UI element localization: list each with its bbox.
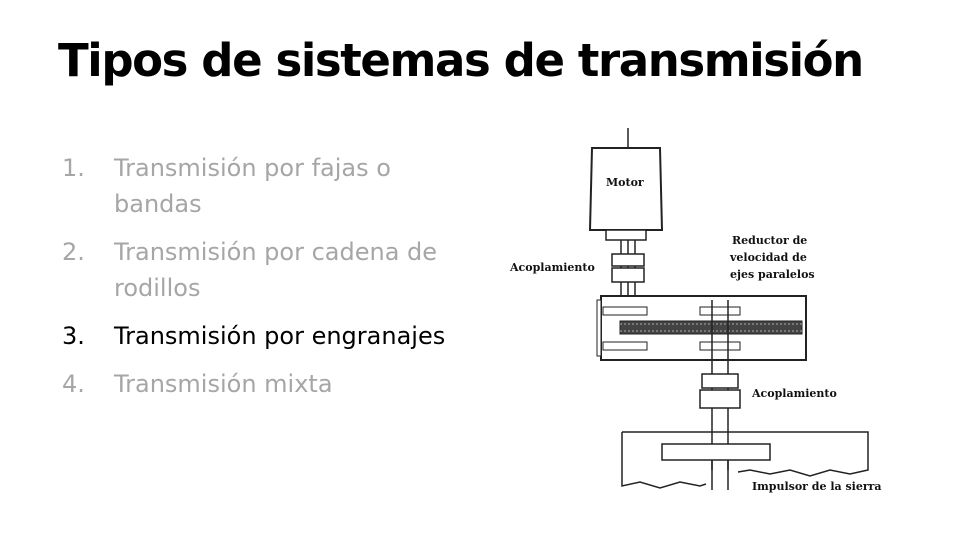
- motor-flange: [605, 229, 647, 241]
- reducer-wall-left: [596, 299, 602, 357]
- list-item-text: Transmisión por engranajes: [114, 322, 446, 350]
- list-item-text: Transmisión por fajas o bandas: [114, 154, 391, 218]
- gear-transmission-diagram: Motor Acoplamiento Reductor de velocidad…: [509, 128, 882, 493]
- slide-title: Tipos de sistemas de transmisión: [58, 34, 864, 87]
- transmission-types-list: 1. Transmisión por fajas o bandas 2. Tra…: [62, 150, 482, 414]
- saw-housing-left: [621, 432, 707, 489]
- coupling-top-label: Acoplamiento: [509, 261, 595, 274]
- list-item-number: 1.: [62, 154, 85, 182]
- coupling-bottom-label: Acoplamiento: [751, 387, 837, 400]
- gear-mesh: [619, 320, 803, 335]
- motor-label: Motor: [606, 176, 644, 189]
- coupling-top-upper: [611, 253, 645, 267]
- reducer-label-line2: velocidad de: [729, 251, 807, 264]
- saw-impeller: [661, 443, 771, 461]
- reducer-label-line3: ejes paralelos: [730, 268, 815, 281]
- list-item-number: 4.: [62, 370, 85, 398]
- saw-housing-right: [622, 431, 869, 477]
- list-item-number: 3.: [62, 322, 85, 350]
- list-item-active: 3. Transmisión por engranajes: [62, 318, 482, 354]
- coupling-bottom-lower: [699, 389, 741, 409]
- motor-housing: [588, 147, 664, 231]
- impeller-label: Impulsor de la sierra: [752, 480, 882, 493]
- bearing-output-top: [699, 306, 741, 316]
- bearing-output-bottom: [699, 341, 741, 351]
- list-item-number: 2.: [62, 238, 85, 266]
- bearing-input-top: [602, 306, 648, 316]
- reducer-label-line1: Reductor de: [732, 234, 807, 247]
- coupling-top-lower: [611, 267, 645, 283]
- list-item: 1. Transmisión por fajas o bandas: [62, 150, 482, 222]
- coupling-bottom-upper: [701, 373, 739, 389]
- list-item-text: Transmisión mixta: [114, 370, 333, 398]
- list-item-text: Transmisión por cadena de rodillos: [114, 238, 438, 302]
- bearing-input-bottom: [602, 341, 648, 351]
- list-item: 4. Transmisión mixta: [62, 366, 482, 402]
- list-item: 2. Transmisión por cadena de rodillos: [62, 234, 482, 306]
